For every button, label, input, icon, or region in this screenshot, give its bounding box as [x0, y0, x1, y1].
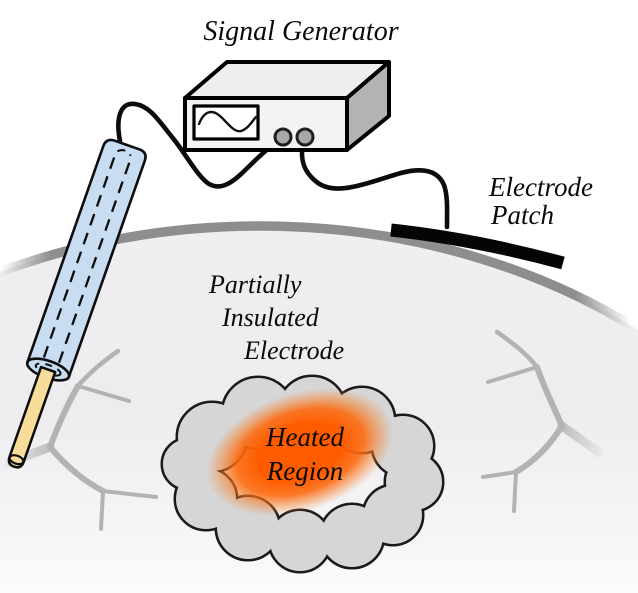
wire-electrode	[116, 101, 285, 189]
vessel-right	[481, 329, 605, 513]
body-surface-outline	[0, 221, 638, 336]
insulated-electrode-label-line3: Electrode	[243, 336, 344, 365]
signal-generator-box	[183, 60, 391, 152]
heated-region-glow	[206, 387, 394, 517]
electrode-inner-dash-left	[42, 157, 116, 358]
sine-wave-icon	[197, 110, 258, 133]
heated-region-label-line2: Region	[266, 456, 343, 486]
electrode-inner-dash-top	[117, 149, 132, 157]
electrode-inner-dash-right	[57, 162, 131, 364]
signal-generator-label: Signal Generator	[203, 16, 398, 47]
electrode-patch-label-line1: Electrode	[488, 172, 593, 202]
wire-patch	[299, 137, 450, 230]
electrode-patch-label-line2: Patch	[490, 200, 554, 230]
electrode-patch	[390, 223, 565, 270]
electrode-tip-end-face	[8, 454, 25, 466]
insulated-electrode-label-line1: Partially	[208, 270, 302, 299]
insulated-electrode-label-line2: Insulated	[221, 303, 320, 332]
output-knob-left	[273, 127, 293, 147]
partially-insulated-electrode	[7, 138, 147, 469]
output-knob-right	[295, 127, 315, 147]
heated-region-label-line1: Heated	[265, 422, 344, 452]
